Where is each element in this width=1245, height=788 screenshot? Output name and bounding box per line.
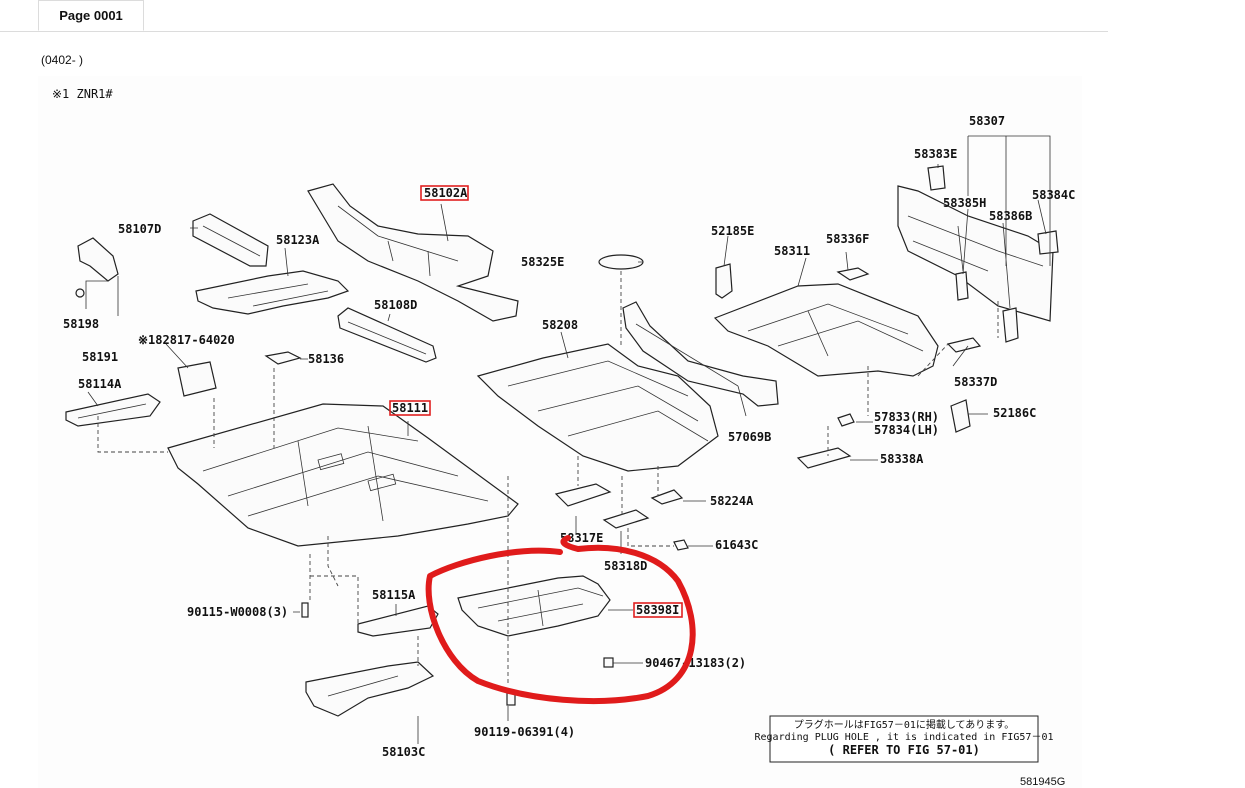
label-52185E[interactable]: 52185E bbox=[711, 224, 754, 238]
part-58114A-shape[interactable] bbox=[65, 393, 161, 427]
label-58123A[interactable]: 58123A bbox=[276, 233, 320, 247]
label-52186C[interactable]: 52186C bbox=[993, 406, 1036, 420]
parts-diagram-svg: 58307 58383E 58384C 58385H 58386B 58102A… bbox=[52, 87, 1075, 788]
label-58336F[interactable]: 58336F bbox=[826, 232, 869, 246]
part-58384C-shape[interactable] bbox=[1037, 230, 1059, 255]
part-58398-shape[interactable] bbox=[457, 575, 611, 637]
tab-page-0001[interactable]: Page 0001 bbox=[38, 0, 144, 31]
label-58103C[interactable]: 58103C bbox=[382, 745, 425, 759]
plug-note-ref[interactable]: ( REFER TO FIG 57-01) bbox=[828, 743, 980, 757]
label-58317E[interactable]: 58317E bbox=[560, 531, 603, 545]
label-58338A[interactable]: 58338A bbox=[880, 452, 924, 466]
part-58103C-shape[interactable] bbox=[305, 661, 435, 717]
part-58307-shape[interactable] bbox=[897, 185, 1054, 322]
label-58311[interactable]: 58311 bbox=[774, 244, 810, 258]
label-58383E[interactable]: 58383E bbox=[914, 147, 957, 161]
part-58102A-shape[interactable] bbox=[307, 183, 519, 322]
label-58384C[interactable]: 58384C bbox=[1032, 188, 1075, 202]
label-58115A[interactable]: 58115A bbox=[372, 588, 416, 602]
nut-90467-shape[interactable] bbox=[603, 657, 614, 668]
label-57834-lh[interactable]: 57834(LH) bbox=[874, 423, 939, 437]
part-61643C-shape[interactable] bbox=[673, 539, 689, 551]
label-58111[interactable]: 58111 bbox=[392, 401, 428, 415]
part-58111-shape[interactable] bbox=[167, 403, 519, 547]
label-58325E[interactable]: 58325E bbox=[521, 255, 564, 269]
label-90467-13183[interactable]: 90467-13183(2) bbox=[645, 656, 746, 670]
highlight-box-58398I bbox=[633, 602, 683, 618]
part-58325E-shape[interactable] bbox=[598, 254, 644, 270]
part-52186C-shape[interactable] bbox=[950, 399, 971, 433]
label-58318D[interactable]: 58318D bbox=[604, 559, 647, 573]
part-58224A-shape[interactable] bbox=[650, 489, 684, 505]
label-58224A[interactable]: 58224A bbox=[710, 494, 754, 508]
plug-note-en: Regarding PLUG HOLE , it is indicated in… bbox=[755, 732, 1054, 743]
parts-diagram: 58307 58383E 58384C 58385H 58386B 58102A… bbox=[38, 76, 1082, 788]
part-58317E-shape[interactable] bbox=[554, 483, 612, 507]
part-58115A-shape[interactable] bbox=[357, 605, 439, 637]
model-range-label: (0402- ) bbox=[41, 53, 84, 67]
part-58123A-shape[interactable] bbox=[195, 270, 350, 315]
label-58337D[interactable]: 58337D bbox=[954, 375, 997, 389]
part-52185E-shape[interactable] bbox=[715, 263, 733, 299]
plug-note-jp: プラグホールはFIG57－01に掲載してあります。 bbox=[794, 718, 1015, 731]
part-58385H-shape[interactable] bbox=[955, 271, 969, 301]
label-58136[interactable]: 58136 bbox=[308, 352, 344, 366]
label-182817-64020[interactable]: ※182817-64020 bbox=[138, 333, 235, 347]
part-58318D-shape[interactable] bbox=[602, 509, 650, 529]
figure-id: 581945G bbox=[1020, 776, 1065, 788]
part-58338A-shape[interactable] bbox=[796, 447, 852, 469]
part-57069B-shape[interactable] bbox=[622, 301, 779, 407]
label-58386B[interactable]: 58386B bbox=[989, 209, 1032, 223]
part-58107D-shape[interactable] bbox=[192, 213, 269, 267]
label-58208[interactable]: 58208 bbox=[542, 318, 578, 332]
label-58307[interactable]: 58307 bbox=[969, 114, 1005, 128]
label-61643C[interactable]: 61643C bbox=[715, 538, 758, 552]
part-58311-shape[interactable] bbox=[713, 283, 939, 377]
part-58337D-shape[interactable] bbox=[946, 337, 982, 353]
part-58191-shape[interactable] bbox=[75, 237, 119, 298]
part-182817-shape[interactable] bbox=[177, 361, 217, 397]
label-58385H[interactable]: 58385H bbox=[943, 196, 986, 210]
tab-bar: Page 0001 bbox=[0, 0, 1108, 32]
part-58136-shape[interactable] bbox=[264, 351, 302, 365]
label-58191[interactable]: 58191 bbox=[82, 350, 118, 364]
label-58198[interactable]: 58198 bbox=[63, 317, 99, 331]
part-57833-shape[interactable] bbox=[837, 413, 855, 427]
label-90119-06391[interactable]: 90119-06391(4) bbox=[474, 725, 575, 739]
label-58102A[interactable]: 58102A bbox=[424, 186, 468, 200]
label-58107D[interactable]: 58107D bbox=[118, 222, 161, 236]
bolt-90115-shape[interactable] bbox=[301, 602, 309, 618]
red-circle-annotation bbox=[425, 535, 696, 704]
part-58108D-shape[interactable] bbox=[337, 307, 437, 363]
part-58386B-shape[interactable] bbox=[1002, 307, 1019, 343]
highlight-box-58102A bbox=[420, 185, 469, 201]
label-58114A[interactable]: 58114A bbox=[78, 377, 122, 391]
plug-hole-note: プラグホールはFIG57－01に掲載してあります。 Regarding PLUG… bbox=[755, 715, 1054, 763]
part-58208-shape[interactable] bbox=[476, 343, 719, 472]
highlight-box-58111 bbox=[389, 400, 431, 416]
label-58398I[interactable]: 58398I bbox=[636, 603, 679, 617]
label-57069B[interactable]: 57069B bbox=[728, 430, 771, 444]
label-90115-W0008[interactable]: 90115-W0008(3) bbox=[187, 605, 288, 619]
part-58336F-shape[interactable] bbox=[836, 267, 870, 281]
part-58383E-shape[interactable] bbox=[927, 165, 946, 191]
label-57833-rh[interactable]: 57833(RH) bbox=[874, 410, 939, 424]
note-marker: ※1 ZNR1# bbox=[52, 87, 113, 101]
label-58108D[interactable]: 58108D bbox=[374, 298, 417, 312]
